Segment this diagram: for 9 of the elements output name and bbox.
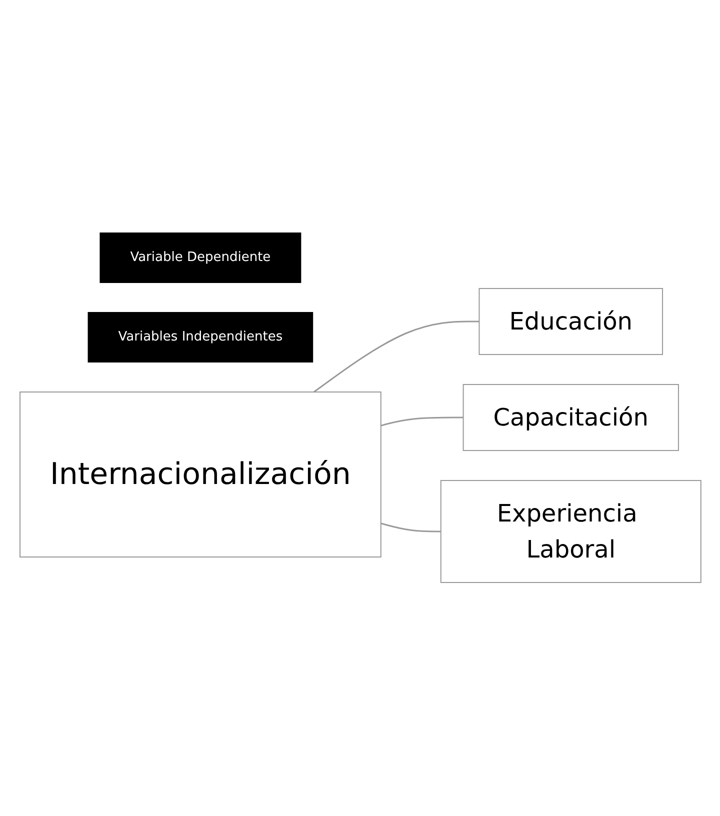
node-box: Educación [478,288,663,356]
node-box: Variable Dependiente [99,232,301,284]
connector [313,321,479,393]
connector [380,417,463,427]
node-box: Internacionalización [19,392,381,558]
node-box: Experiencia Laboral [440,480,701,584]
connector [380,522,440,532]
node-box: Variables Independientes [87,312,313,363]
node-box: Capacitación [462,384,679,452]
